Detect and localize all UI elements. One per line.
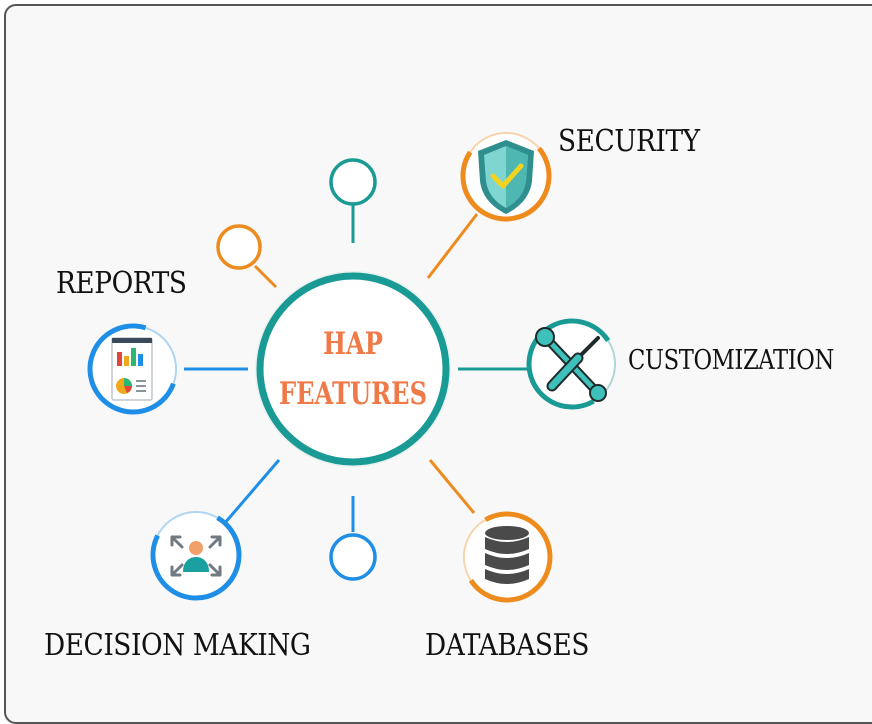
label-customization: CUSTOMIZATION <box>628 345 834 376</box>
pin-circle-bottom <box>329 533 377 581</box>
security-node <box>460 130 552 222</box>
connector-security <box>426 213 479 279</box>
label-reports: REPORTS <box>56 266 187 301</box>
customization-node <box>526 318 618 410</box>
center-hub <box>256 272 450 466</box>
decision-making-node <box>150 509 242 601</box>
pin-circle-upper-left <box>216 224 262 270</box>
shield-check-icon <box>478 140 534 214</box>
label-decision-making: DECISION MAKING <box>44 628 311 663</box>
reports-node <box>87 323 179 415</box>
center-title-line-1: HAP <box>323 326 383 362</box>
connector-databases <box>428 459 476 514</box>
connector-lines <box>184 204 528 532</box>
label-security: SECURITY <box>558 124 700 159</box>
wrench-screwdriver-icon <box>535 327 607 402</box>
person-expand-icon <box>170 535 222 577</box>
connector-decision <box>222 459 281 525</box>
databases-node <box>461 511 553 603</box>
database-icon <box>485 526 529 584</box>
label-databases: DATABASES <box>425 628 589 663</box>
report-chart-icon <box>111 337 153 401</box>
center-title-line-2: FEATURES <box>278 376 428 412</box>
pin-circle-top <box>329 158 377 206</box>
connector-upper-left <box>253 264 278 289</box>
